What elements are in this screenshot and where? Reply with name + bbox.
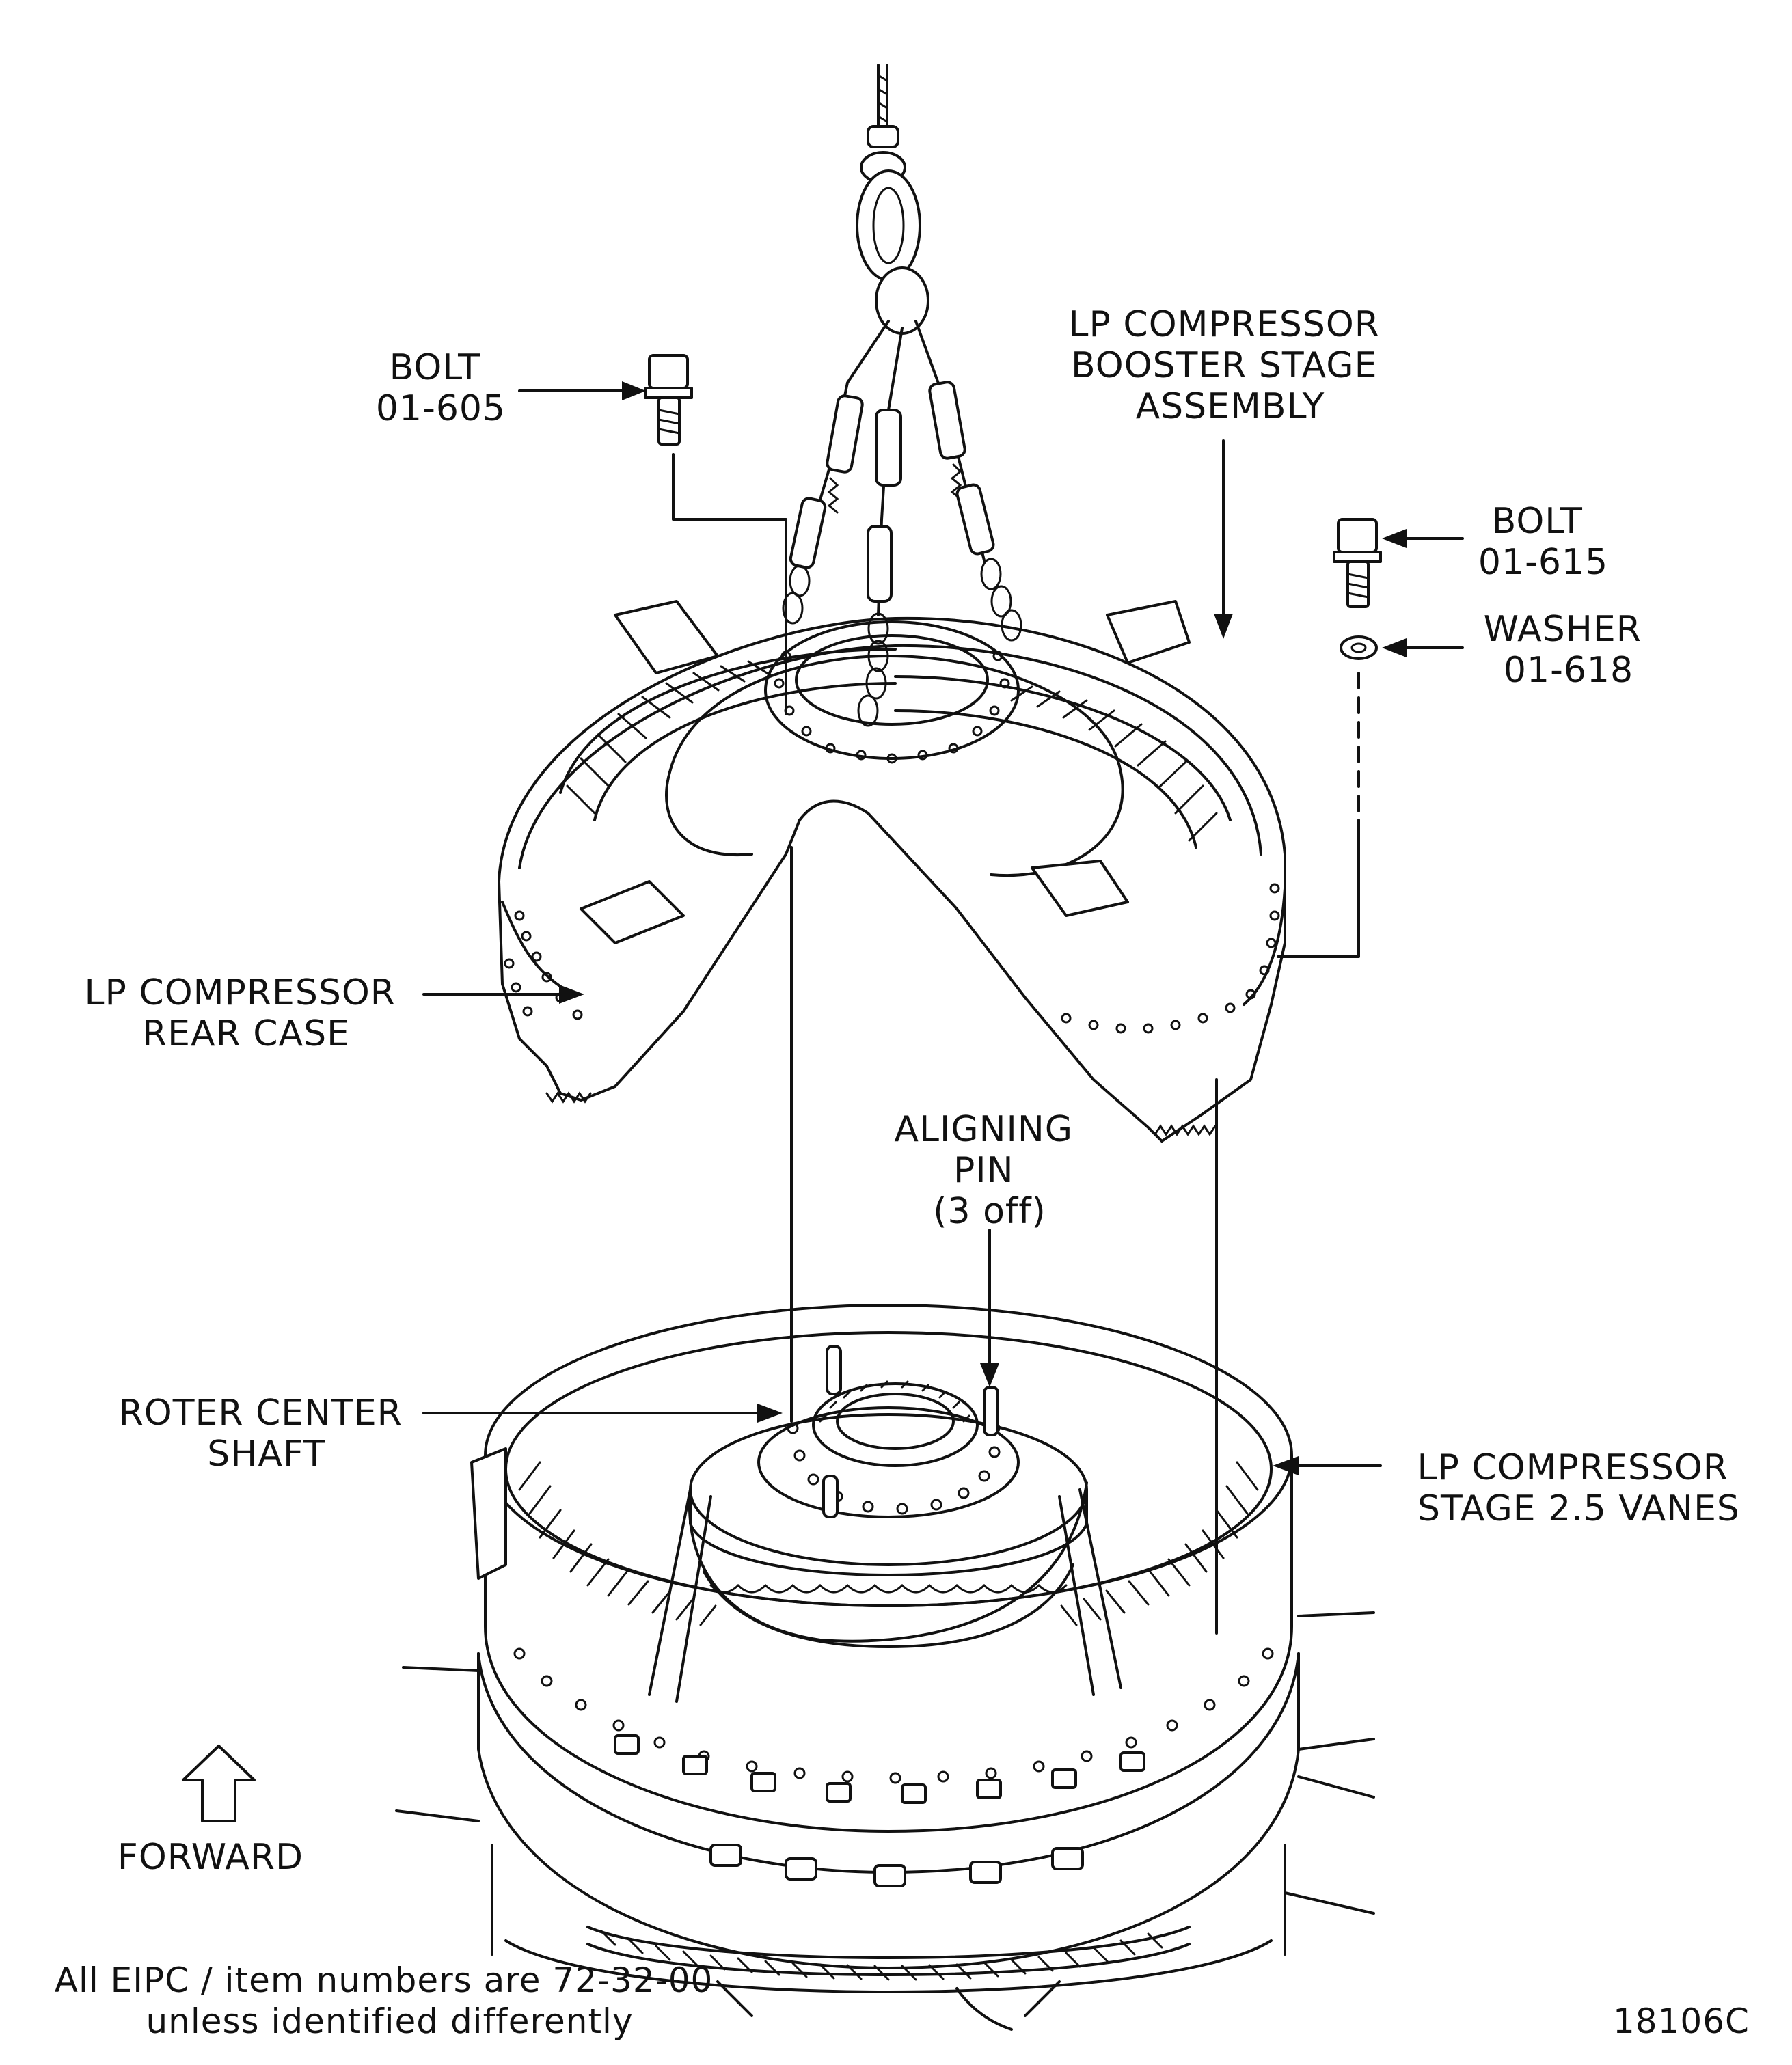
chain-sling-icon	[782, 64, 1022, 727]
leader-lines	[422, 381, 1464, 1635]
stage-2-5-vanes-assembly	[395, 1304, 1375, 2031]
label-washer-01-618: WASHER 01-618	[1484, 609, 1654, 691]
bolt-icon	[1333, 518, 1382, 608]
label-lp-booster-stage-assembly: LP COMPRESSOR BOOSTER STAGE ASSEMBLY	[1069, 304, 1392, 427]
label-lp-compressor-stage-2-5-vanes: LP COMPRESSOR STAGE 2.5 VANES	[1417, 1447, 1741, 1529]
figure-id: 18106C	[1613, 2001, 1750, 2041]
label-aligning-pin: ALIGNING PIN (3 off)	[894, 1109, 1085, 1232]
bolt-icon	[644, 354, 693, 446]
arrow-up-outline-icon	[182, 1745, 256, 1822]
label-bolt-01-605: BOLT 01-605	[376, 347, 506, 429]
label-forward: FORWARD	[118, 1837, 303, 1878]
washer-icon	[1340, 635, 1378, 660]
booster-stage-assembly	[498, 600, 1286, 1143]
label-bolt-01-615: BOLT 01-615	[1478, 501, 1608, 583]
label-lp-compressor-rear-case: LP COMPRESSOR REAR CASE	[85, 972, 408, 1054]
footnote: All EIPC / item numbers are 72-32-00 unl…	[55, 1960, 724, 2041]
label-rotor-center-shaft: ROTER CENTER SHAFT	[119, 1393, 415, 1475]
